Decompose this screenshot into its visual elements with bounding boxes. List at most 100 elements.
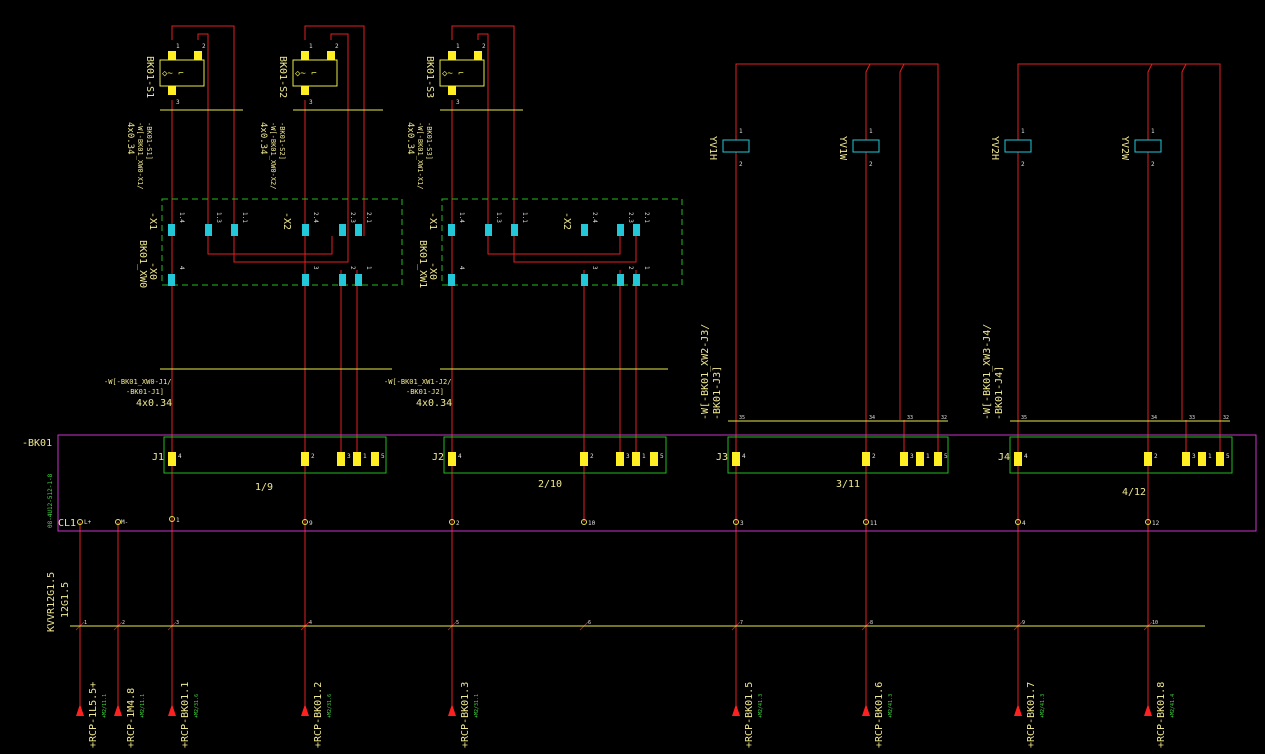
sensor-label: BK01-S1 [144, 56, 155, 98]
output-tag: +RCP-BK01.7 [1026, 682, 1037, 748]
junction-box-xw0: BK01_XW0 -X1 -X2 -X0 1.4 1.3 1.1 2.4 2.3… [137, 198, 403, 288]
svg-text:3: 3 [347, 453, 351, 460]
svg-text:3: 3 [740, 520, 744, 527]
svg-text:1.4: 1.4 [178, 212, 185, 223]
output-tag: +RCP-BK01.1 [180, 682, 191, 748]
svg-text:M-: M- [121, 519, 128, 526]
svg-text:2: 2 [456, 520, 460, 527]
terminal-label: CL1 [58, 518, 76, 529]
output-tag: +RCP-1M4.8 [126, 688, 137, 748]
svg-text:4x0.34: 4x0.34 [258, 122, 268, 155]
svg-text:-BK01-J3]: -BK01-J3] [712, 366, 723, 420]
valve-cable-core-numbers: 35 34 33 32 35 34 33 32 [739, 415, 1229, 421]
svg-text:4: 4 [178, 266, 185, 270]
connector-label: J2 [432, 452, 444, 463]
svg-text:2: 2 [590, 453, 594, 460]
output-tag: +RCP-BK01.2 [313, 682, 324, 748]
svg-text:2: 2 [1151, 161, 1155, 168]
valve-yv1w: YV1W 1 2 [837, 128, 880, 168]
svg-text:1: 1 [176, 517, 180, 524]
pin-label: 1 [456, 43, 460, 50]
svg-text:2.3: 2.3 [349, 212, 356, 223]
svg-text:4: 4 [1022, 520, 1026, 527]
svg-text:1: 1 [365, 266, 372, 270]
channel-label: 4/12 [1122, 487, 1146, 498]
svg-text:5: 5 [381, 453, 385, 460]
output-arrows [76, 704, 1152, 716]
svg-text:2.4: 2.4 [591, 212, 598, 223]
output-tag: +RCP-BK01.3 [460, 682, 471, 748]
pin-label: 2 [335, 43, 339, 50]
svg-text:1: 1 [643, 266, 650, 270]
pin-label: 3 [309, 99, 313, 106]
svg-text:3: 3 [1192, 453, 1196, 460]
svg-text:1: 1 [363, 453, 367, 460]
svg-text:4x0.34: 4x0.34 [125, 122, 135, 155]
pin-label: 1 [309, 43, 313, 50]
module-type: 08-4U12-512-1-8 [47, 473, 54, 528]
output-ref: +M2/11.1 [140, 694, 146, 718]
output-ref: +M2/41.3 [758, 694, 764, 718]
pin-label: 3 [176, 99, 180, 106]
svg-text:-W[-BK01_XW1-J2/: -W[-BK01_XW1-J2/ [384, 378, 451, 386]
svg-text:5: 5 [660, 453, 664, 460]
connector-pins [168, 452, 1224, 466]
svg-text:4: 4 [458, 453, 462, 460]
svg-text:-W[-BK01_XW1-X1/: -W[-BK01_XW1-X1/ [416, 122, 424, 189]
terminal-strip-label: -X0 [427, 262, 438, 280]
svg-text:8: 8 [870, 620, 873, 626]
svg-text:2: 2 [627, 266, 634, 270]
svg-text:1: 1 [1208, 453, 1212, 460]
junction-box-label: BK01_XW0 [137, 240, 148, 288]
output-ref: +M2/41.4 [1170, 694, 1176, 718]
output-labels: +RCP-1L5.5+ +RCP-1M4.8 +RCP-BK01.1 +RCP-… [88, 682, 1176, 748]
svg-text:10: 10 [588, 520, 596, 527]
connector-j2: J2 2/10 [432, 436, 667, 490]
svg-text:4x0.34: 4x0.34 [416, 398, 452, 409]
output-ref: +M2/41.3 [888, 694, 894, 718]
svg-text:5: 5 [456, 620, 459, 626]
svg-text:1: 1 [1021, 128, 1025, 135]
svg-text:2.3: 2.3 [627, 212, 634, 223]
channel-label: 3/11 [836, 479, 860, 490]
svg-text:1.1: 1.1 [241, 212, 248, 223]
svg-text:1.4: 1.4 [458, 212, 465, 223]
svg-text:-W[-BK01_XW0-X2/: -W[-BK01_XW0-X2/ [269, 122, 277, 189]
svg-text:34: 34 [1151, 415, 1157, 421]
terminal-strip-label: -X2 [281, 212, 292, 230]
output-tag: +RCP-BK01.8 [1156, 682, 1167, 748]
output-ref: +M2/11.1 [102, 694, 108, 718]
output-ref: +M2/41.3 [1040, 694, 1046, 718]
svg-text:-W[-BK01_XW0-J1/: -W[-BK01_XW0-J1/ [104, 378, 171, 386]
svg-text:9: 9 [309, 520, 313, 527]
cable-size: 12G1.5 [60, 582, 71, 618]
svg-text:-BK01-S3]: -BK01-S3] [425, 122, 433, 160]
svg-text:3: 3 [626, 453, 630, 460]
output-tag: +RCP-BK01.5 [744, 682, 755, 748]
valve-label: YV1W [837, 136, 848, 161]
wires [75, 25, 1221, 660]
svg-text:-BK01-S1]: -BK01-S1] [145, 122, 153, 160]
svg-text:6: 6 [588, 620, 591, 626]
svg-text:-W[-BK01_XW0-X1/: -W[-BK01_XW0-X1/ [136, 122, 144, 189]
svg-text:32: 32 [1223, 415, 1229, 421]
svg-text:2.1: 2.1 [643, 212, 650, 223]
svg-text:32: 32 [941, 415, 947, 421]
svg-text:2: 2 [1154, 453, 1158, 460]
svg-text:4: 4 [309, 620, 312, 626]
valve-label: YV1H [707, 136, 718, 160]
svg-text:4: 4 [178, 453, 182, 460]
svg-text:-BK01-J1]: -BK01-J1] [126, 388, 164, 396]
pin-label: 2 [482, 43, 486, 50]
svg-text:-BK01-J4]: -BK01-J4] [994, 366, 1005, 420]
svg-text:L+: L+ [84, 519, 92, 526]
svg-text:1.3: 1.3 [215, 212, 222, 223]
valve-yv2w: YV2W 1 2 [1119, 128, 1162, 168]
module-terminals [77, 516, 1151, 525]
trunk-cable-labels: -W[-BK01_XW0-J1/ -BK01-J1] 4x0.34 -W[-BK… [104, 378, 452, 409]
svg-text:1: 1 [739, 128, 743, 135]
svg-text:-W[-BK01_XW3-J4/: -W[-BK01_XW3-J4/ [982, 324, 993, 420]
svg-text:12: 12 [1152, 520, 1160, 527]
svg-text:3: 3 [176, 620, 179, 626]
